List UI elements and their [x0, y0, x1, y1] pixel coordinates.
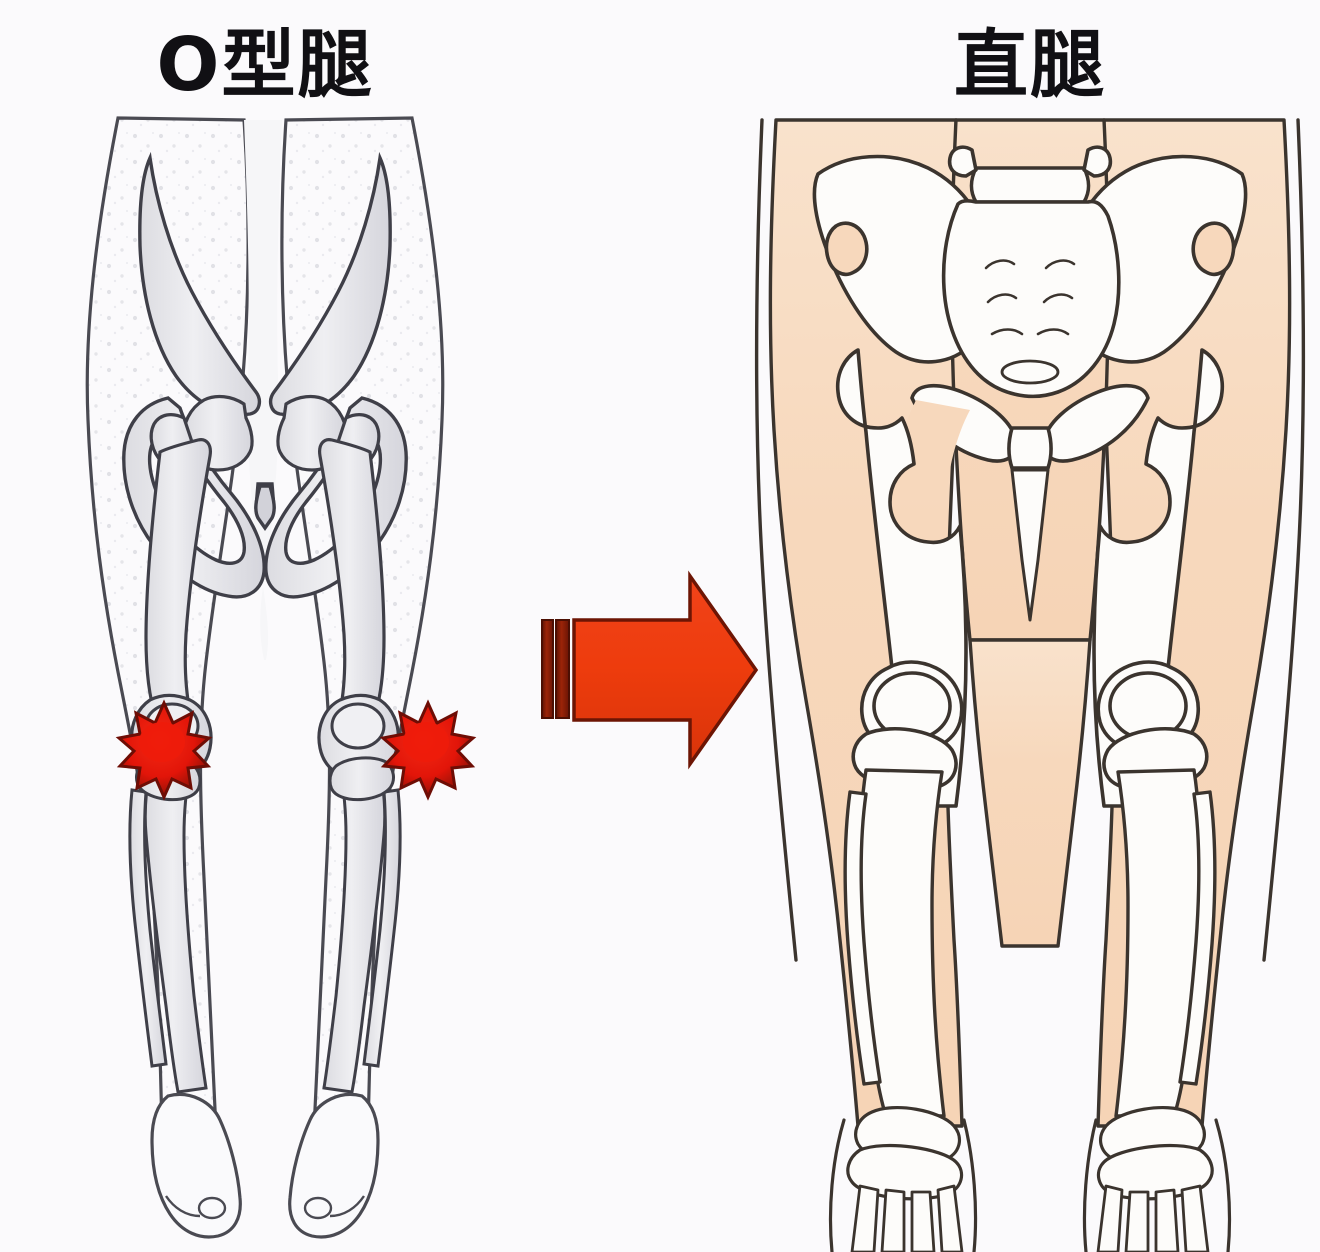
left-transverse-process [947, 145, 978, 178]
right-fibula [362, 788, 402, 1068]
right-panel-straight-legs: 直腿 [740, 0, 1320, 1252]
arrow-head-body [572, 570, 759, 770]
coccyx [254, 484, 276, 531]
left-fibula [128, 788, 168, 1068]
left-iliac-crest-notch [824, 221, 869, 277]
arrow-tail-bar-2 [555, 619, 570, 719]
right-patella [330, 702, 386, 750]
outer-contour-lines [755, 118, 1305, 962]
left-panel-title: O型腿 [156, 22, 374, 108]
left-panel-bow-legs: O型腿 [0, 0, 530, 1252]
lower-leg-bones-group [128, 756, 402, 1094]
lower-leg-bones-group [843, 768, 1217, 1118]
left-foot-outline [828, 1118, 978, 1252]
straight-legs-anatomy-illustration [755, 118, 1305, 1252]
right-toe-detail-a [329, 1195, 365, 1218]
right-foot [288, 1092, 380, 1239]
knee-group [851, 660, 1209, 792]
right-tibia [322, 766, 387, 1094]
left-foot [150, 1092, 242, 1239]
left-toe-detail-a [165, 1195, 201, 1218]
right-femur-shaft [318, 438, 386, 720]
pelvis-bones-group [812, 145, 1248, 622]
feet-group [828, 1105, 1232, 1252]
pubic-symphysis [1007, 426, 1053, 470]
right-ilium [268, 151, 392, 417]
left-knee-pain-marker [115, 699, 213, 801]
right-tibial-plateau [328, 756, 395, 802]
right-iliac-crest-notch [1191, 221, 1236, 277]
bow-legs-xray-illustration [85, 116, 477, 1239]
left-tibia [143, 766, 208, 1094]
pain-markers-group [115, 699, 477, 801]
pubic-arch [1010, 468, 1050, 622]
right-knee-pain-marker [379, 699, 477, 801]
right-foot-outline [1082, 1118, 1232, 1252]
left-toe-detail-b [197, 1196, 227, 1220]
right-metatarsals [1096, 1184, 1210, 1252]
left-inferior-ramus [890, 400, 970, 500]
sacral-foramina [984, 259, 1076, 336]
inner-thigh-skin [968, 638, 1092, 948]
arrow-svg [541, 570, 759, 770]
left-ilium [138, 151, 262, 417]
inner-thigh-wedge [244, 120, 282, 660]
sacrum [941, 198, 1121, 399]
transformation-arrow [528, 560, 778, 800]
feet-group [150, 1092, 380, 1239]
right-transverse-process [1082, 145, 1113, 178]
femur-group [130, 394, 400, 780]
arrow-tail-bar-1 [541, 619, 554, 719]
left-fibula [843, 790, 882, 1086]
l5-vertebra [969, 166, 1091, 204]
right-fibula [1178, 790, 1217, 1086]
left-metatarsals [850, 1184, 964, 1252]
sacral-hiatus [1000, 359, 1060, 385]
right-panel-title: 直腿 [954, 22, 1106, 108]
left-femur-shaft [144, 438, 212, 720]
right-toe-detail-b [303, 1196, 333, 1220]
